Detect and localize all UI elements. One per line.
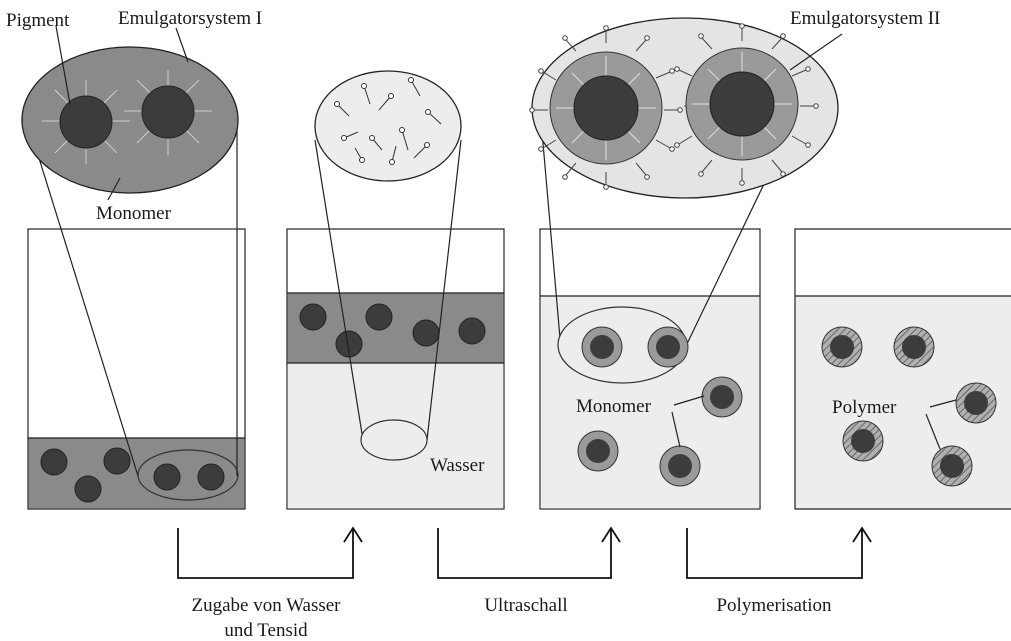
arrow-step-2 <box>438 528 620 578</box>
process-arrows <box>178 528 871 578</box>
pigment-particle <box>198 464 224 490</box>
label-polymer: Polymer <box>832 397 897 418</box>
label-emulgatorsystem-2: Emulgatorsystem II <box>790 8 940 29</box>
pigment-particle <box>459 318 485 344</box>
label-pigment: Pigment <box>6 10 70 31</box>
arrow-step-3 <box>687 528 871 578</box>
pigment-particle-large <box>710 72 774 136</box>
label-wasser: Wasser <box>430 455 485 476</box>
step-1-label-line1: Zugabe von Wasser <box>191 595 341 616</box>
pigment-particle <box>75 476 101 502</box>
label-monomer-top: Monomer <box>96 203 172 224</box>
stage-4: Polymer <box>795 229 1011 509</box>
label-emulgatorsystem-1: Emulgatorsystem I <box>118 8 262 29</box>
step-1-label-line2: und Tensid <box>224 620 308 641</box>
arrow-step-1 <box>178 528 362 578</box>
pigment-particle <box>366 304 392 330</box>
step-3-label: Polymerisation <box>716 595 832 616</box>
pigment-particle-large <box>60 96 112 148</box>
pigment-particle <box>41 449 67 475</box>
pigment-particle-large <box>574 76 638 140</box>
pigment-particle <box>104 448 130 474</box>
zoom-selection-2 <box>361 420 427 460</box>
stage-2: Wasser <box>287 71 504 509</box>
zoom-ellipse-1 <box>22 47 238 193</box>
pigment-particle <box>300 304 326 330</box>
label-monomer-inside: Monomer <box>576 396 652 417</box>
pigment-particle-large <box>142 86 194 138</box>
pigment-particle <box>154 464 180 490</box>
pigment-particle <box>413 320 439 346</box>
stage-1: Pigment Emulgatorsystem I Monomer <box>6 8 262 509</box>
zoom-ellipse-2 <box>315 71 461 181</box>
step-2-label: Ultraschall <box>484 595 567 616</box>
